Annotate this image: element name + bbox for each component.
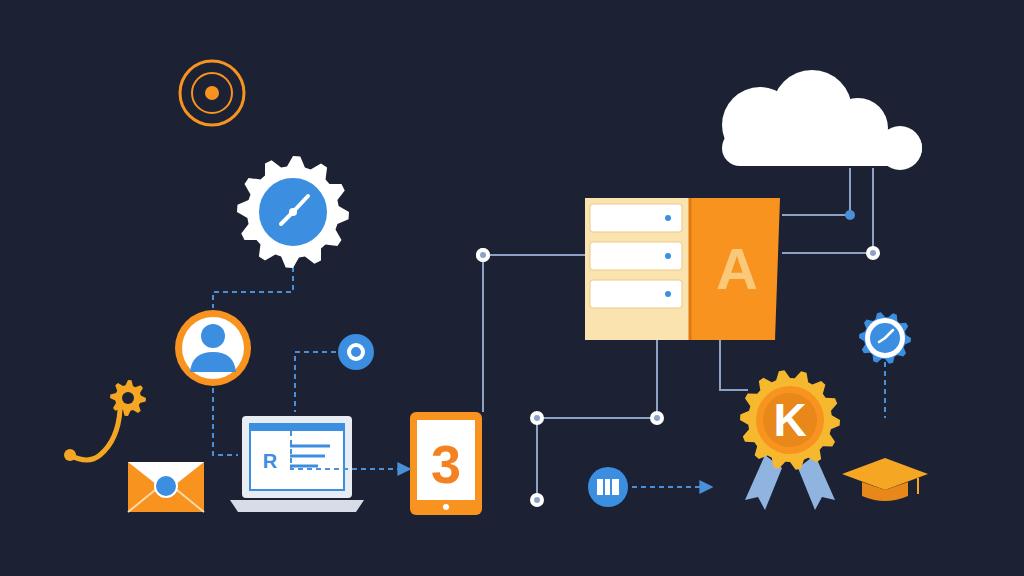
gear-outline xyxy=(110,380,146,416)
cloud-icon xyxy=(722,70,922,170)
storage-icon xyxy=(588,467,628,507)
badge-gear: K xyxy=(740,370,840,470)
book-box: A xyxy=(585,198,780,340)
envelope-icon xyxy=(128,462,204,512)
gear-clock-icon xyxy=(237,156,349,268)
connector xyxy=(720,340,748,390)
tablet-icon xyxy=(410,412,482,515)
node-label: A xyxy=(716,240,758,298)
gear-outline xyxy=(237,156,349,268)
node-label: R xyxy=(263,451,277,471)
gear-outline xyxy=(859,312,911,363)
junction-dots xyxy=(476,210,880,507)
node-label: 3 xyxy=(431,437,461,491)
laptop-screen: R xyxy=(250,431,290,490)
small-clock-icon xyxy=(859,312,911,363)
laptop-icon xyxy=(230,416,364,512)
target-icon xyxy=(180,61,244,125)
person-icon xyxy=(175,310,251,386)
graduation-cap-icon xyxy=(842,458,928,501)
junction-dot xyxy=(476,248,490,262)
blue-dot-icon xyxy=(338,334,374,370)
wires xyxy=(537,168,873,500)
node-label: K xyxy=(773,397,806,443)
gear-hook-icon xyxy=(64,380,146,461)
connector xyxy=(483,255,585,412)
book-icon xyxy=(585,198,780,340)
ribbons xyxy=(745,455,835,510)
tablet-box: 3 xyxy=(410,412,482,515)
junction-dot xyxy=(480,252,486,258)
connector xyxy=(291,431,410,469)
